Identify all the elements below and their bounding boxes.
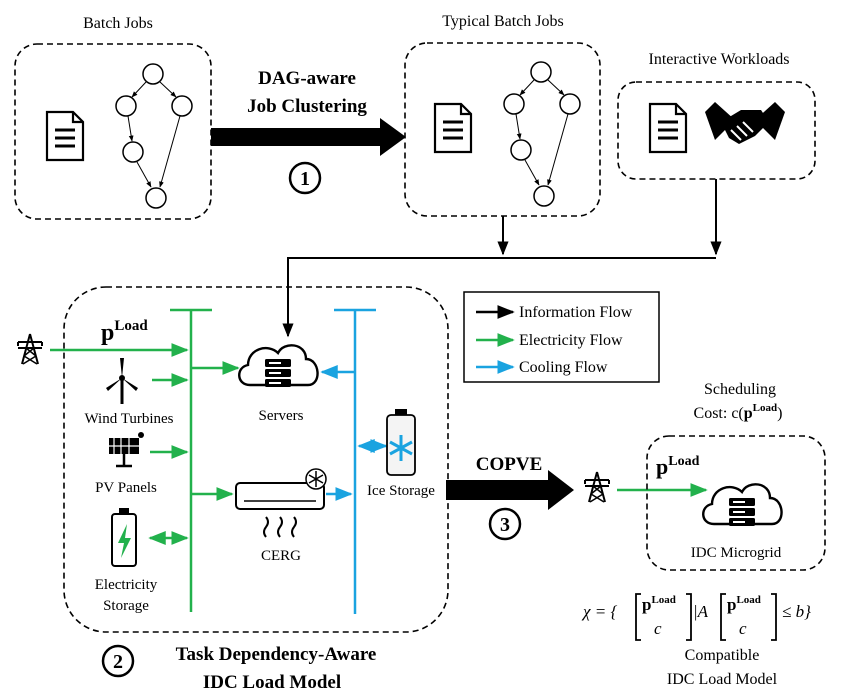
interactive-workloads-title: Interactive Workloads	[648, 51, 789, 68]
microgrid-p-load: pLoad	[656, 454, 700, 479]
batch-dag-graph	[116, 64, 192, 208]
idc-load-model-box	[63, 286, 449, 633]
legend-info-label: Information Flow	[519, 304, 633, 321]
formula-chi: χ = {	[581, 602, 617, 621]
scheduling-label: Scheduling	[704, 381, 776, 398]
batch-jobs-box	[14, 43, 212, 220]
wind-turbines-label: Wind Turbines	[85, 411, 174, 427]
formula-p2: pLoad	[727, 594, 761, 614]
pv-panels-label: PV Panels	[95, 480, 157, 496]
step1-label-line2: Job Clustering	[247, 96, 367, 117]
idc-microgrid-label: IDC Microgrid	[691, 545, 782, 561]
step3-number-circle	[488, 507, 522, 541]
cerg-label: CERG	[261, 548, 301, 564]
legend-cooling-label: Cooling Flow	[519, 359, 608, 376]
handshake-icon	[705, 102, 785, 144]
microgrid-cloud-icon	[702, 483, 783, 528]
scheduling-cost: Cost: c(pLoad)	[694, 402, 783, 422]
interactive-workloads-box	[617, 81, 816, 180]
compatible-model-formula: χ = { pLoad c |A pLoad c ≤ b}	[581, 593, 811, 641]
pv-panel-icon	[109, 432, 144, 468]
step2-label-line2: IDC Load Model	[203, 672, 341, 693]
ice-storage-label: Ice Storage	[367, 483, 435, 499]
step2-label-line1: Task Dependency-Aware	[176, 644, 377, 665]
step3-arrow	[446, 470, 574, 510]
formula-c1: c	[654, 619, 662, 638]
servers-label: Servers	[259, 408, 304, 424]
electricity-storage-label-1: Electricity	[95, 577, 158, 593]
typical-doc-icon	[433, 102, 473, 154]
electricity-storage-label-2: Storage	[103, 598, 149, 614]
servers-cloud-icon	[238, 344, 319, 389]
step3-number: 3	[500, 514, 510, 536]
formula-bar-a: |A	[693, 602, 709, 621]
compatible-label-line2: IDC Load Model	[667, 671, 778, 688]
batch-doc-icon	[45, 110, 85, 162]
info-line-to-servers	[282, 257, 716, 338]
step1-number: 1	[300, 168, 310, 190]
cerg-icon	[235, 468, 327, 538]
formula-c2: c	[739, 619, 747, 638]
typical-batch-jobs-title: Typical Batch Jobs	[442, 13, 564, 30]
step3-label: COPVE	[476, 454, 543, 475]
wind-turbine-icon	[106, 358, 138, 404]
ice-storage-icon	[386, 409, 416, 476]
step1-label-line1: DAG-aware	[258, 68, 356, 89]
idc-microgrid-box	[646, 435, 826, 571]
formula-tail: ≤ b}	[782, 602, 811, 621]
battery-icon	[111, 508, 137, 567]
legend-electricity-label: Electricity Flow	[519, 332, 623, 349]
typical-dag-graph	[504, 62, 580, 206]
step2-number-circle	[101, 644, 135, 678]
grid-pylon-icon	[17, 333, 43, 365]
step1-arrow	[211, 118, 406, 156]
p-load-main: pLoad	[101, 318, 148, 346]
formula-p1: pLoad	[642, 594, 676, 614]
step1-number-circle	[288, 161, 322, 195]
batch-jobs-title: Batch Jobs	[83, 15, 153, 32]
interactive-doc-icon	[648, 102, 688, 154]
microgrid-pylon-icon	[584, 471, 610, 503]
step2-number: 2	[113, 651, 123, 673]
compatible-label-line1: Compatible	[685, 647, 760, 664]
